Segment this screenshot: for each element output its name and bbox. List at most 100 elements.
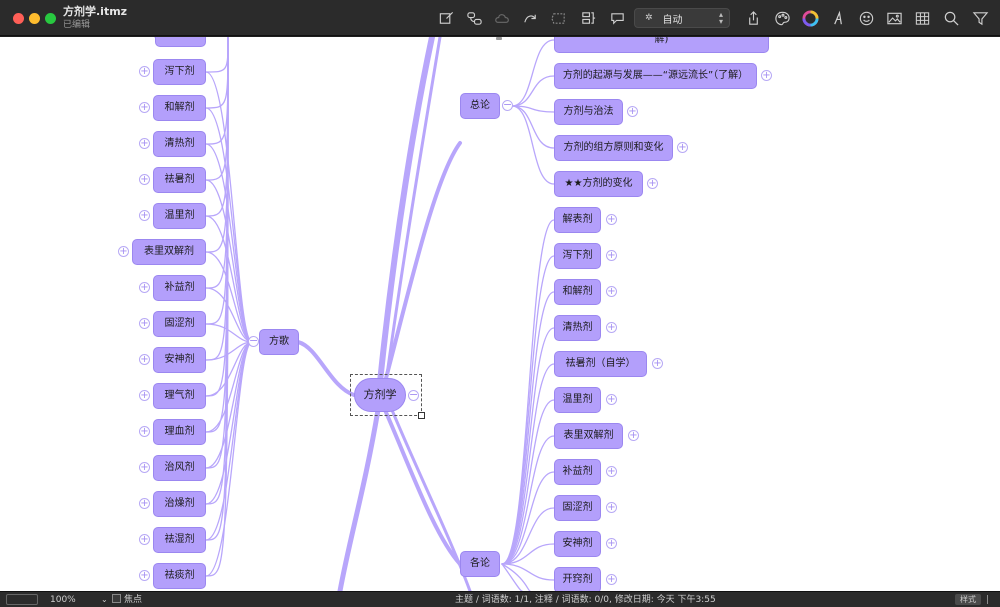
topic-fangge-child-partial[interactable]: 泻下剂 — [155, 37, 206, 47]
canvas-drag-handle[interactable] — [496, 37, 502, 40]
relation-icon[interactable] — [463, 8, 485, 28]
topic-zonglun-child[interactable]: 方剂与治法 — [554, 99, 623, 125]
topic-fangge-child[interactable]: 祛湿剂 — [153, 527, 206, 553]
fangge-collapse-button[interactable]: − — [248, 334, 259, 347]
zonglun-collapse-button[interactable]: − — [502, 98, 513, 111]
topic-fangge-child[interactable]: 温里剂 — [153, 203, 206, 229]
topic-zonglun-child[interactable]: 方剂的起源与发展——“源远流长”（了解） — [554, 63, 757, 89]
root-topic[interactable]: 方剂学 — [354, 378, 406, 412]
expand-button[interactable]: + — [606, 250, 617, 261]
expand-button[interactable]: + — [139, 390, 150, 401]
topic-fangge-child[interactable]: 理血剂 — [153, 419, 206, 445]
expand-button[interactable]: + — [628, 430, 639, 441]
topic-zonglun-child[interactable]: 方剂的组方原则和变化 — [554, 135, 673, 161]
expand-button[interactable]: + — [139, 570, 150, 581]
topic-fangge-child[interactable]: 安神剂 — [153, 347, 206, 373]
topic-fangge-child[interactable]: 补益剂 — [153, 275, 206, 301]
topic-fangge-child[interactable]: 和解剂 — [153, 95, 206, 121]
emoji-icon[interactable] — [855, 8, 877, 28]
expand-button[interactable]: + — [139, 534, 150, 545]
topic-fangge-child[interactable]: 理气剂 — [153, 383, 206, 409]
expand-button[interactable]: + — [118, 246, 129, 257]
color-wheel-icon[interactable] — [799, 8, 821, 28]
branch-line — [205, 341, 253, 541]
topic-gelun-child[interactable]: 和解剂 — [554, 279, 601, 305]
topic-zonglun-child[interactable]: ★★方剂的变化 — [554, 171, 643, 197]
boundary-icon[interactable] — [547, 8, 569, 28]
topic-fangge-child[interactable]: 表里双解剂 — [132, 239, 206, 265]
topic-fangge-child[interactable]: 固涩剂 — [153, 311, 206, 337]
expand-button[interactable]: + — [606, 214, 617, 225]
comment-icon[interactable] — [606, 8, 628, 28]
topic-gelun-child[interactable]: 固涩剂 — [554, 495, 601, 521]
expand-button[interactable]: + — [606, 538, 617, 549]
table-icon[interactable] — [911, 8, 933, 28]
panel-toggle-icon[interactable]: | — [986, 595, 990, 605]
expand-button[interactable]: + — [139, 498, 150, 509]
topic-fangge[interactable]: 方歌 — [259, 329, 299, 355]
topic-gelun-child[interactable]: 表里双解剂 — [554, 423, 623, 449]
topic-gelun-child[interactable]: 祛暑剂（自学） — [554, 351, 647, 377]
expand-button[interactable]: + — [139, 66, 150, 77]
topic-gelun-child[interactable]: 温里剂 — [554, 387, 601, 413]
expand-button[interactable]: + — [606, 502, 617, 513]
topic-gelun-child[interactable]: 泻下剂 — [554, 243, 601, 269]
topic-gelun-child[interactable]: 开窍剂 — [554, 567, 601, 591]
sidebar-toggle-button[interactable] — [6, 594, 38, 605]
share-icon[interactable] — [742, 8, 764, 28]
cloud-icon[interactable] — [491, 8, 513, 28]
expand-button[interactable]: + — [139, 426, 150, 437]
root-resize-handle[interactable] — [418, 412, 425, 419]
expand-button[interactable]: + — [139, 102, 150, 113]
zoom-level[interactable]: 100% — [50, 595, 76, 605]
style-button[interactable]: 样式 — [955, 594, 981, 605]
expand-button[interactable]: + — [606, 394, 617, 405]
zoom-window-button[interactable] — [45, 13, 56, 24]
expand-button[interactable]: + — [139, 210, 150, 221]
topic-gelun-child[interactable]: 解表剂 — [554, 207, 601, 233]
topic-fangge-child[interactable]: 泻下剂 — [153, 59, 206, 85]
branch-line — [501, 291, 555, 565]
topic-fangge-child[interactable]: 治风剂 — [153, 455, 206, 481]
note-edit-icon[interactable] — [435, 8, 457, 28]
layout-select[interactable]: ✲ 自动 ▴▾ — [634, 8, 730, 28]
image-icon[interactable] — [883, 8, 905, 28]
expand-button[interactable]: + — [606, 286, 617, 297]
expand-button[interactable]: + — [139, 282, 150, 293]
expand-button[interactable]: + — [647, 178, 658, 189]
palette-icon[interactable] — [771, 8, 793, 28]
close-window-button[interactable] — [13, 13, 24, 24]
topic-zonglun[interactable]: 总论 — [460, 93, 500, 119]
topic-gelun[interactable]: 各论 — [460, 551, 500, 577]
expand-button[interactable]: + — [677, 142, 688, 153]
focus-checkbox[interactable] — [112, 594, 121, 603]
expand-button[interactable]: + — [139, 174, 150, 185]
expand-button[interactable]: + — [627, 106, 638, 117]
topic-zonglun-child[interactable]: 解) — [554, 37, 769, 53]
expand-button[interactable]: + — [606, 574, 617, 585]
topic-fangge-child[interactable]: 祛暑剂 — [153, 167, 206, 193]
expand-button[interactable]: + — [652, 358, 663, 369]
filter-icon[interactable] — [969, 8, 991, 28]
font-icon[interactable] — [827, 8, 849, 28]
topic-gelun-child[interactable]: 清热剂 — [554, 315, 601, 341]
root-collapse-button[interactable]: − — [408, 388, 419, 401]
topic-gelun-child[interactable]: 补益剂 — [554, 459, 601, 485]
topic-gelun-child[interactable]: 安神剂 — [554, 531, 601, 557]
expand-button[interactable]: + — [139, 462, 150, 473]
topic-fangge-child[interactable]: 治燥剂 — [153, 491, 206, 517]
expand-button[interactable]: + — [139, 138, 150, 149]
summary-icon[interactable] — [577, 8, 599, 28]
redo-curve-icon[interactable] — [519, 8, 541, 28]
search-icon[interactable] — [940, 8, 962, 28]
chevron-down-icon[interactable]: ⌄ — [101, 595, 108, 604]
expand-button[interactable]: + — [761, 70, 772, 81]
expand-button[interactable]: + — [139, 354, 150, 365]
topic-fangge-child[interactable]: 清热剂 — [153, 131, 206, 157]
expand-button[interactable]: + — [606, 322, 617, 333]
expand-button[interactable]: + — [139, 318, 150, 329]
mindmap-canvas[interactable]: 方剂学 − 方歌−泻下剂+和解剂+清热剂+祛暑剂+温里剂+表里双解剂+补益剂+固… — [0, 37, 1000, 591]
minimize-window-button[interactable] — [29, 13, 40, 24]
expand-button[interactable]: + — [606, 466, 617, 477]
topic-fangge-child[interactable]: 祛痰剂 — [153, 563, 206, 589]
